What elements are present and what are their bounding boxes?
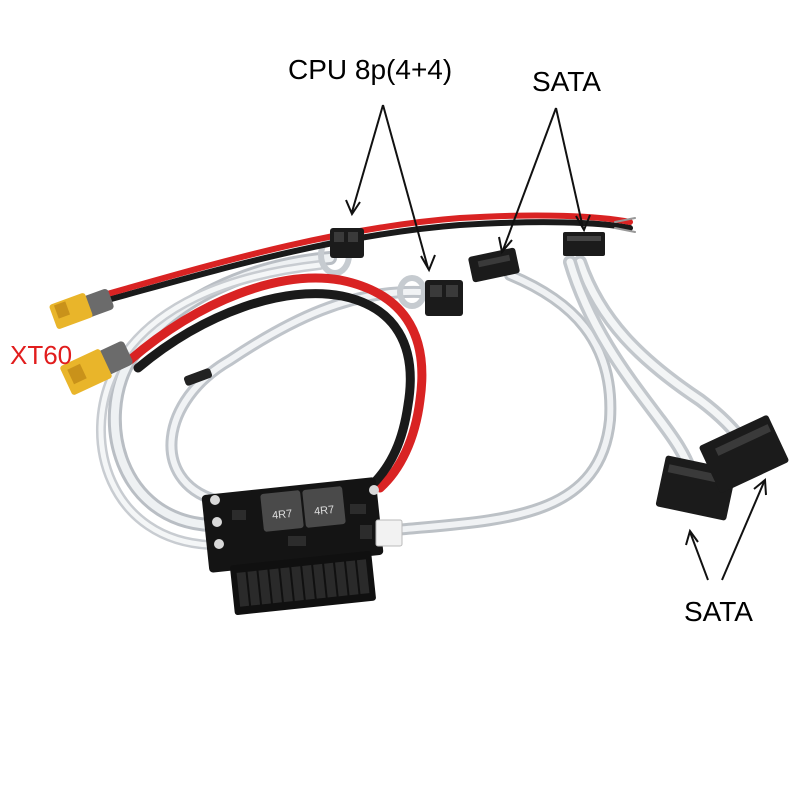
cpu-connector-left [330,228,364,258]
xt60-label: XT60 [10,340,73,370]
cpu-connector-right [425,280,463,316]
sata-label-bottom: SATA [684,596,753,627]
sata-connector-top-left [468,247,520,283]
xt60-connector-bottom [60,341,213,395]
annotation-arrows [345,104,767,581]
inductor-label-left: 4R7 [272,508,293,522]
sata-connector-bottom-right [699,415,789,493]
power-wires [97,212,636,493]
xt60-connector-top [49,288,114,329]
cpu-8pin-label: CPU 8p(4+4) [288,54,453,85]
inductor-label-right: 4R7 [314,504,335,518]
sata-connector-top-right [563,232,605,256]
psu-board: 4R7 4R7 [201,477,403,615]
sata-label-top: SATA [532,66,601,97]
